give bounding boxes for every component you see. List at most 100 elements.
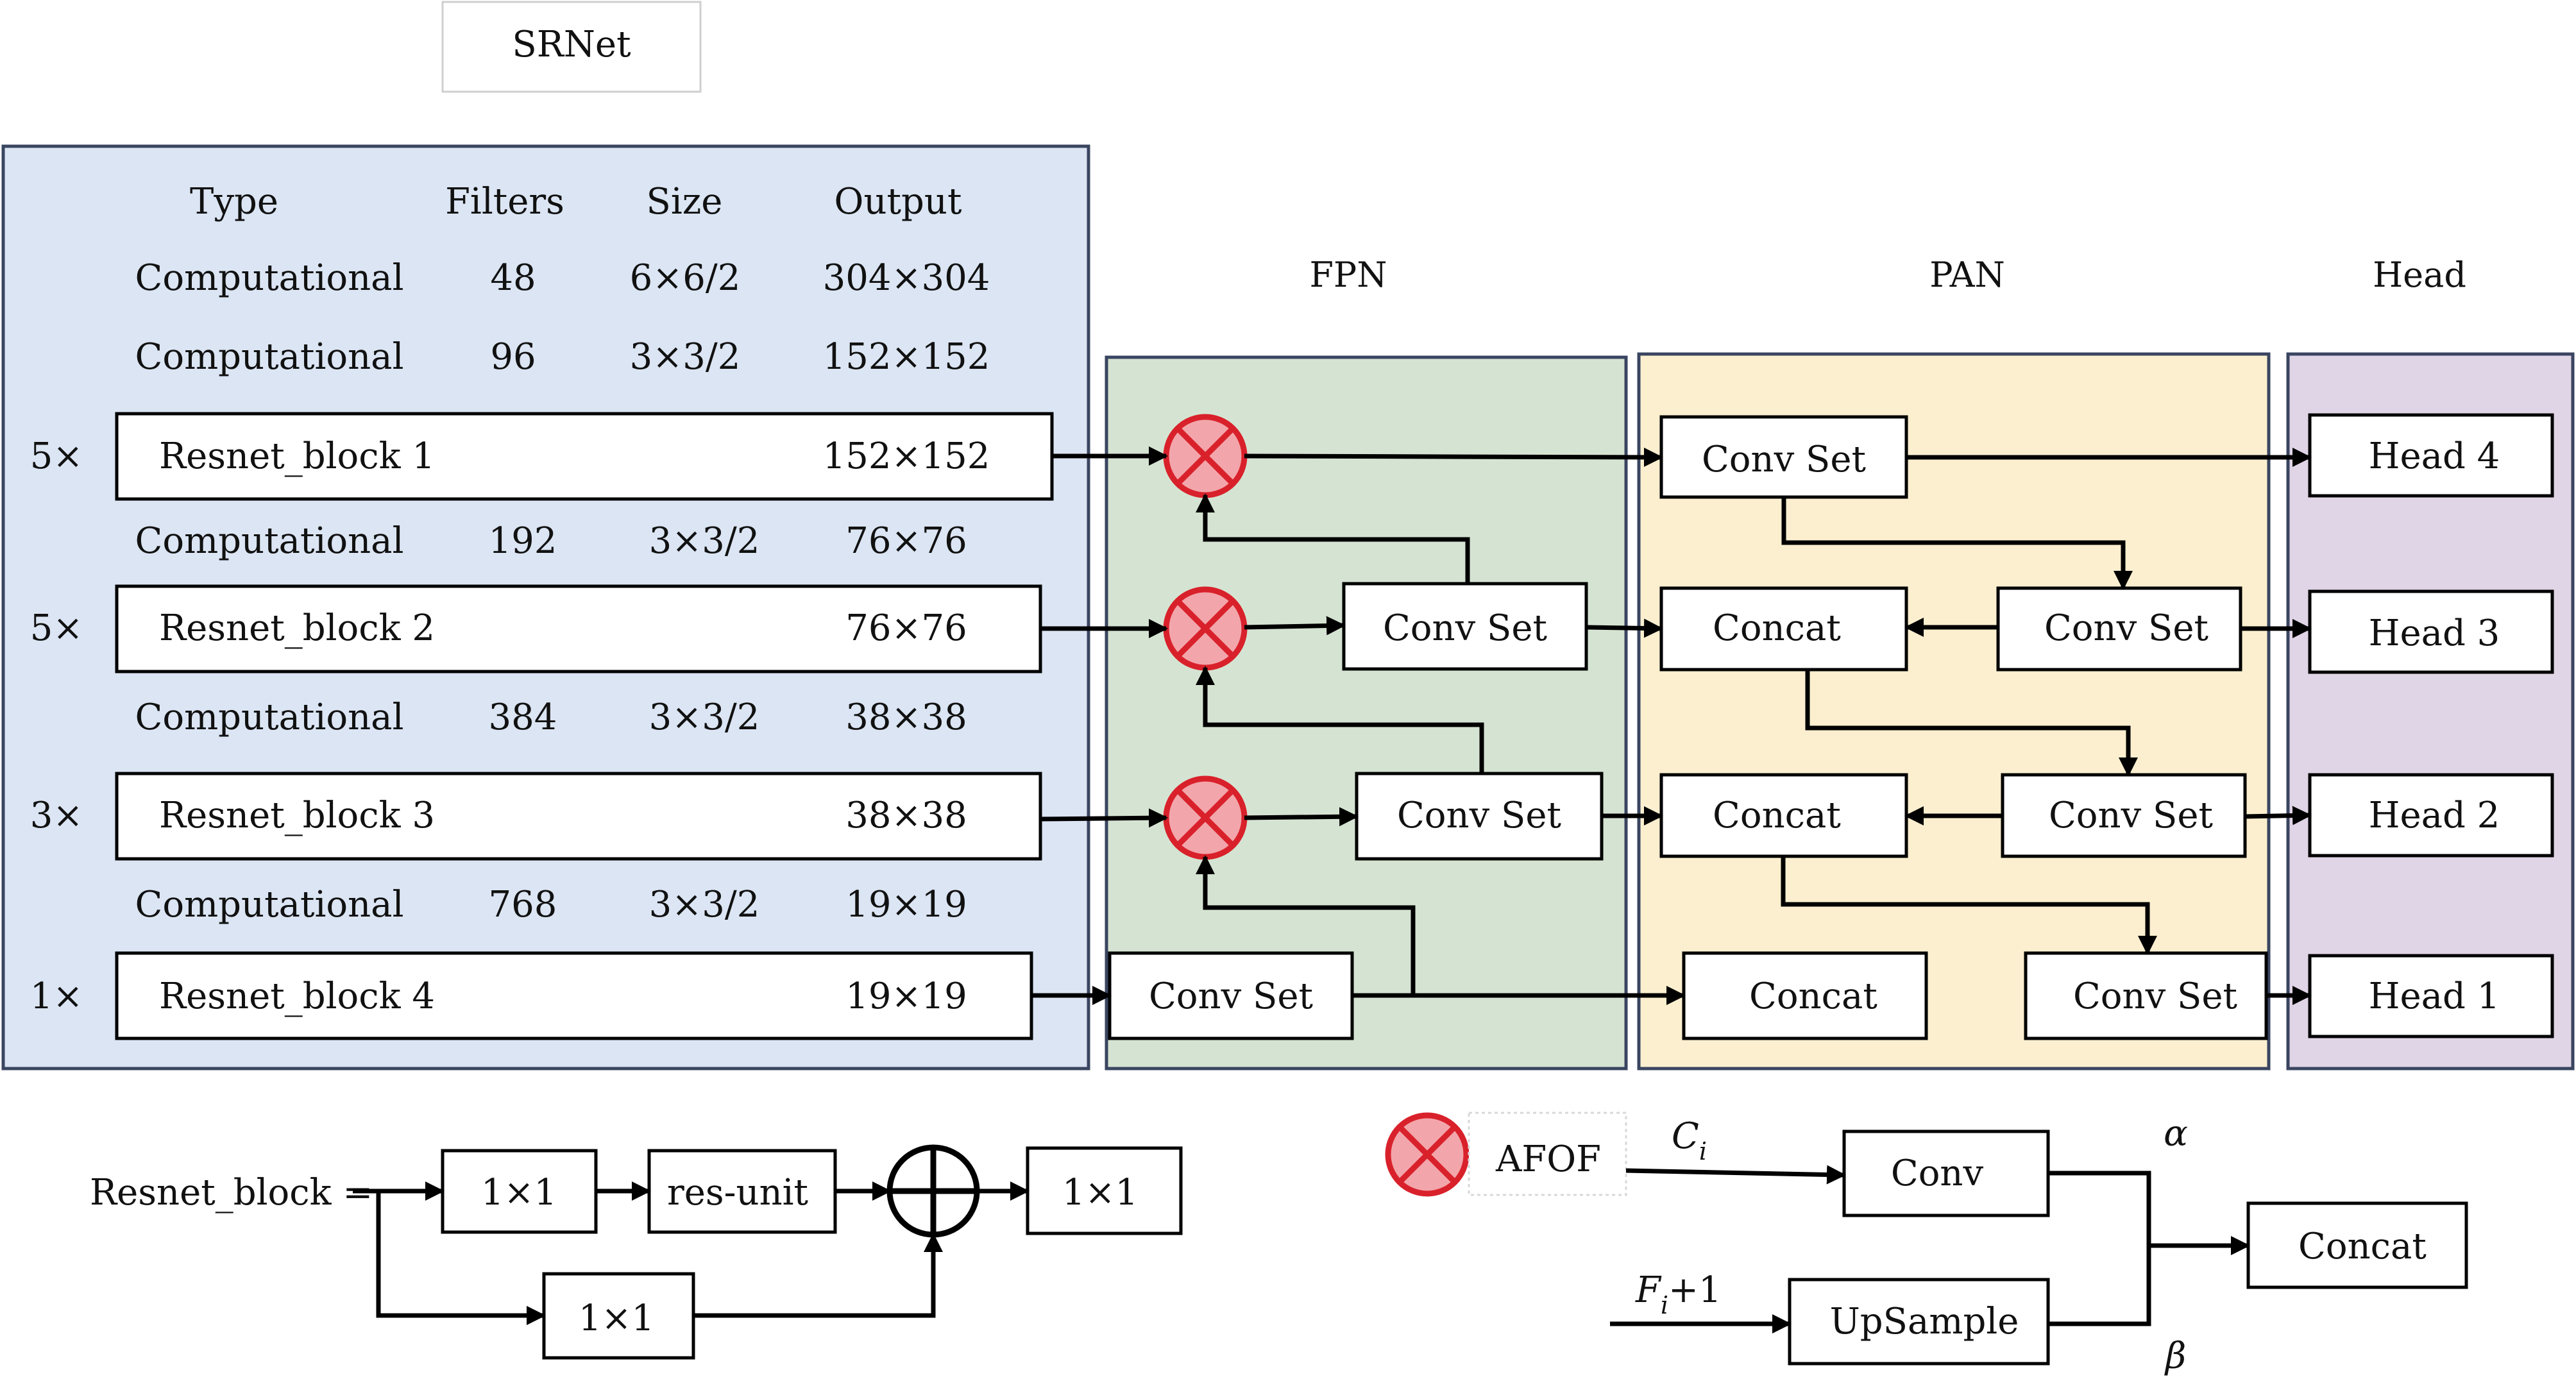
pan-node-label: Concat <box>1713 795 1841 836</box>
afof-node <box>1163 586 1248 671</box>
afof-concat-box <box>2246 1201 2468 1289</box>
row-size: 3×3/2 <box>649 884 760 926</box>
pan-node-label: Conv Set <box>2073 976 2238 1017</box>
arrow-afof-to-convset <box>1244 616 1346 636</box>
pan-node-label: Concat <box>1749 976 1877 1017</box>
legend-connectors <box>353 1181 1030 1325</box>
col-header-filters: Filters <box>445 181 564 223</box>
afof-conv-label: Conv <box>1891 1153 1984 1194</box>
pan-node-label: Conv Set <box>2049 795 2214 836</box>
row-type: Computational <box>135 257 404 299</box>
row-type: Computational <box>135 884 404 926</box>
row-output: 76×76 <box>845 607 967 649</box>
head-label: Head 3 <box>2369 613 2500 654</box>
repeat-label: 5× <box>30 436 83 477</box>
afof-upsample-box <box>1788 1278 2050 1366</box>
input-f-subscript: i <box>1661 1291 1668 1319</box>
input-f-label: Fi+1 <box>1635 1269 1722 1319</box>
fpn-convset-label: Conv Set <box>1397 795 1562 836</box>
row-output: 152×152 <box>823 436 990 477</box>
resnet-block-4-box <box>115 951 1033 1040</box>
arrow-down-to-convset <box>1781 856 2157 955</box>
arrow-convset-up-to-afof <box>1196 855 1416 995</box>
head-box <box>2308 589 2554 674</box>
input-c-subscript: i <box>1699 1137 1707 1165</box>
row-filters: 192 <box>489 520 557 562</box>
row-output: 152×152 <box>823 336 990 378</box>
resnet-block-label: Resnet_block 2 <box>159 607 435 649</box>
row-size: 6×6/2 <box>630 257 741 299</box>
afof-node <box>1163 775 1248 860</box>
afof-node <box>1163 414 1248 498</box>
repeat-label: 1× <box>30 976 83 1017</box>
pan-node-label: Concat <box>1713 607 1841 649</box>
afof-legend-connectors <box>1610 1165 2250 1333</box>
input-c-label: Ci <box>1672 1115 1707 1165</box>
col-header-output: Output <box>835 181 962 223</box>
fpn-convset-box <box>1108 951 1354 1040</box>
sum-icon <box>886 1144 980 1238</box>
afof-upsample-label: UpSample <box>1830 1301 2019 1342</box>
resnet-block-3-box <box>115 772 1042 861</box>
row-filters: 768 <box>489 884 557 926</box>
row-size: 3×3/2 <box>649 520 760 562</box>
arrow-convset-up-to-afof <box>1196 666 1484 774</box>
pan-node-label: Conv Set <box>1702 439 1867 480</box>
arrow-afof-to-convset <box>1244 807 1359 827</box>
srnet-title: SRNet <box>512 24 631 65</box>
row-filters: 384 <box>489 697 557 738</box>
head-label: Head 4 <box>2369 436 2500 477</box>
afof-label: AFOF <box>1495 1138 1601 1180</box>
legend-convskip-label: 1×1 <box>579 1298 654 1339</box>
head-box <box>2308 773 2554 858</box>
row-type: Computational <box>135 336 404 378</box>
row-output: 19×19 <box>845 976 967 1017</box>
row-output: 38×38 <box>845 697 967 738</box>
row-output: 304×304 <box>823 257 990 299</box>
input-f-tail: +1 <box>1668 1269 1722 1311</box>
resnet-block-label: Resnet_block 3 <box>159 795 435 836</box>
legend-conv1-box <box>441 1149 598 1234</box>
afof-label-box <box>1468 1112 1627 1196</box>
alpha-label: α <box>2164 1113 2188 1155</box>
legend-conv1-label: 1×1 <box>481 1172 557 1214</box>
connector-arrows <box>1031 446 2312 1005</box>
input-f-main: F <box>1635 1269 1662 1311</box>
row-output: 76×76 <box>845 520 967 562</box>
pan-title: PAN <box>1929 255 2005 295</box>
repeat-label: 3× <box>30 795 83 836</box>
input-c-main: C <box>1672 1115 1699 1157</box>
resnet-block-label: Resnet_block 4 <box>159 976 435 1017</box>
arrow-down-to-convset <box>1781 497 2133 590</box>
arrow-to-head <box>2244 806 2312 825</box>
afof-legend-icon <box>1385 1112 1470 1197</box>
row-filters: 48 <box>490 257 536 299</box>
arrow-afof-to-pan-convset <box>1244 447 1663 467</box>
resnet-legend-label: Resnet_block = <box>90 1172 373 1214</box>
arrow-rb3-to-afof <box>1040 808 1168 828</box>
row-type: Computational <box>135 520 404 562</box>
arrow-fpn-to-concat <box>1586 618 1663 638</box>
row-size: 3×3/2 <box>630 336 741 378</box>
legend-resunit-box <box>647 1149 837 1234</box>
srnet-title-box: SRNet <box>441 1 702 93</box>
pan-convset-box <box>2024 951 2268 1040</box>
arrow-convset-up-to-afof <box>1196 493 1470 584</box>
row-output: 19×19 <box>845 884 967 926</box>
repeat-label: 5× <box>30 607 83 649</box>
row-output: 38×38 <box>845 795 967 836</box>
resnet-block-label: Resnet_block 1 <box>159 436 435 477</box>
resnet-block-2-box <box>115 584 1042 673</box>
resnet-block-1-box <box>115 412 1054 501</box>
fpn-convset-label: Conv Set <box>1383 607 1548 649</box>
fpn-convset-box <box>1342 582 1588 671</box>
afof-concat-label: Concat <box>2298 1226 2427 1267</box>
row-type: Computational <box>135 697 404 738</box>
head-label: Head 2 <box>2369 795 2500 836</box>
head-label: Head 1 <box>2369 976 2500 1017</box>
pan-node-label: Conv Set <box>2044 607 2209 649</box>
arrow-down-to-convset <box>1805 670 2138 777</box>
row-filters: 96 <box>490 336 536 378</box>
col-header-type: Type <box>190 181 278 223</box>
legend-convout-label: 1×1 <box>1062 1172 1138 1214</box>
